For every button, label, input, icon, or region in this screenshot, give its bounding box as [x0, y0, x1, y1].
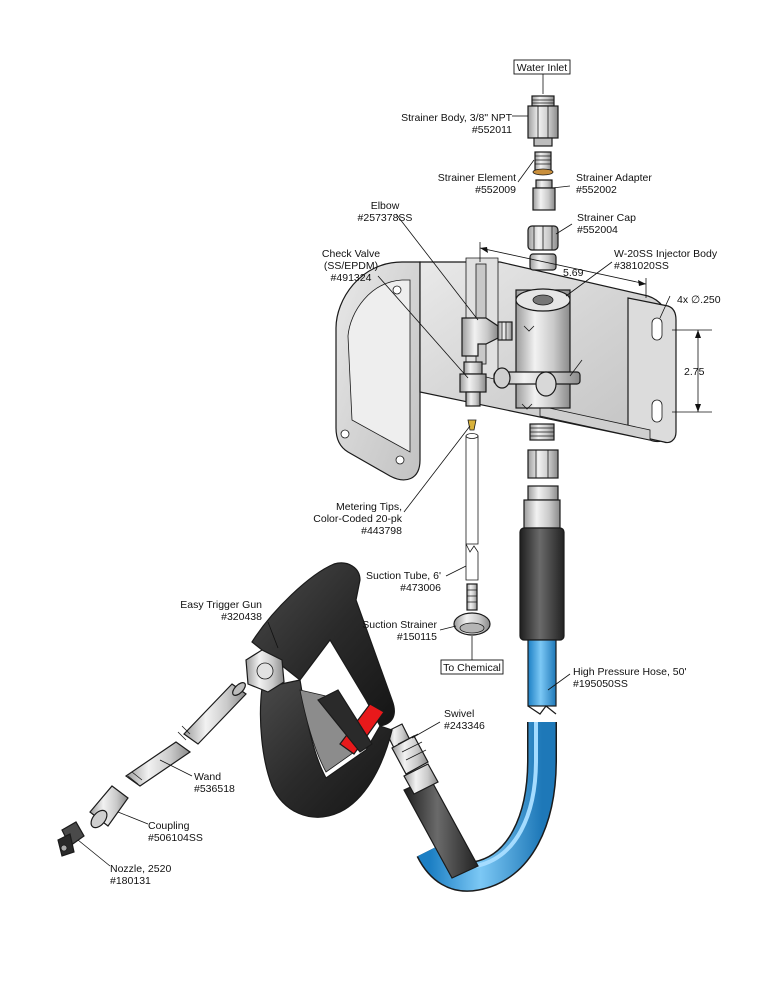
elbow-and-check-valve	[459, 317, 513, 431]
dimension-width-label: 5.69	[563, 267, 584, 279]
water-inlet-box	[513, 59, 571, 75]
dimension-lines	[479, 242, 712, 413]
leader-lines	[77, 74, 613, 867]
high-pressure-hose	[403, 485, 565, 892]
label-trigger-gun: Easy Trigger Gun#320438	[180, 599, 262, 623]
label-wand: Wand#536518	[194, 771, 235, 795]
label-strainer-adapter: Strainer Adapter#552002	[576, 172, 652, 196]
callout-labels: Water Inlet Strainer Body, 3/8" NPT#5520…	[110, 62, 721, 887]
label-suction-tube: Suction Tube, 6'#473006	[366, 570, 441, 594]
label-metering-tips: Metering Tips,Color-Coded 20-pk#443798	[313, 501, 402, 537]
label-injector-body: W-20SS Injector Body#381020SS	[614, 248, 718, 272]
label-coupling: Coupling#506104SS	[148, 820, 203, 844]
label-nozzle: Nozzle, 2520#180131	[110, 863, 171, 887]
strainer-assembly	[527, 95, 559, 271]
nozzle	[57, 821, 85, 857]
label-to-chemical: To Chemical	[443, 662, 501, 674]
suction-tube	[465, 433, 479, 581]
trigger-gun	[245, 562, 395, 818]
coupling	[89, 785, 129, 829]
label-swivel: Swivel#243346	[444, 708, 485, 732]
to-chemical-box	[440, 659, 504, 675]
injector-body	[493, 288, 583, 479]
label-water-inlet: Water Inlet	[517, 62, 567, 74]
label-strainer-body: Strainer Body, 3/8" NPT#552011	[401, 112, 512, 136]
dimension-holes-label: 4x ∅.250	[677, 294, 721, 306]
wand	[124, 682, 247, 787]
label-suction-strainer: Suction Strainer#150115	[362, 619, 437, 643]
swivel	[385, 723, 439, 795]
suction-strainer	[453, 583, 491, 636]
label-check-valve: Check Valve(SS/EPDM)#491324	[322, 248, 380, 284]
label-elbow: Elbow#257378SS	[358, 200, 413, 224]
label-strainer-element: Strainer Element#552009	[438, 172, 516, 196]
dimension-height-label: 2.75	[684, 366, 705, 378]
label-high-pressure-hose: High Pressure Hose, 50'#195050SS	[573, 666, 686, 690]
label-strainer-cap: Strainer Cap#552004	[577, 212, 636, 236]
